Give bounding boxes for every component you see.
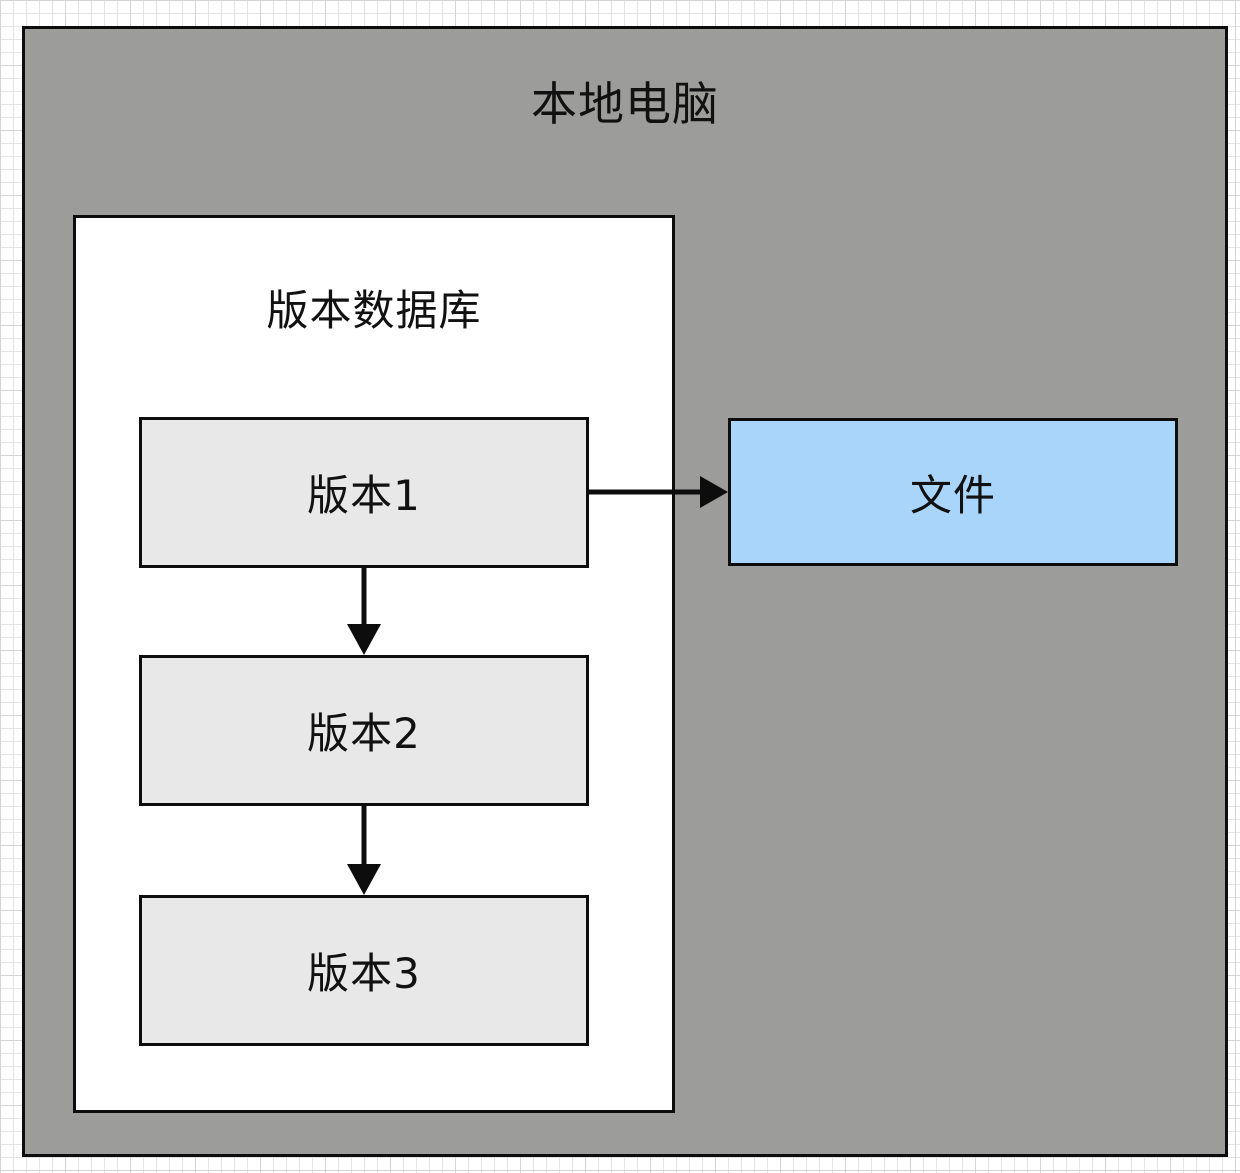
node-version-1[interactable]: 版本1	[139, 417, 589, 568]
edge-version1-to-file-arrowhead	[700, 476, 728, 508]
node-version-3[interactable]: 版本3	[139, 895, 589, 1046]
container-local-computer: 本地电脑 版本数据库 版本1 版本2 版本3 文件	[22, 26, 1228, 1157]
node-file[interactable]: 文件	[728, 418, 1178, 566]
container-version-database-label: 版本数据库	[266, 286, 482, 335]
node-file-label: 文件	[909, 470, 996, 520]
node-version-2[interactable]: 版本2	[139, 655, 589, 806]
node-version-2-label: 版本2	[307, 709, 421, 758]
container-local-computer-label: 本地电脑	[531, 77, 719, 131]
node-version-1-label: 版本1	[307, 471, 421, 520]
node-version-3-label: 版本3	[307, 949, 421, 998]
